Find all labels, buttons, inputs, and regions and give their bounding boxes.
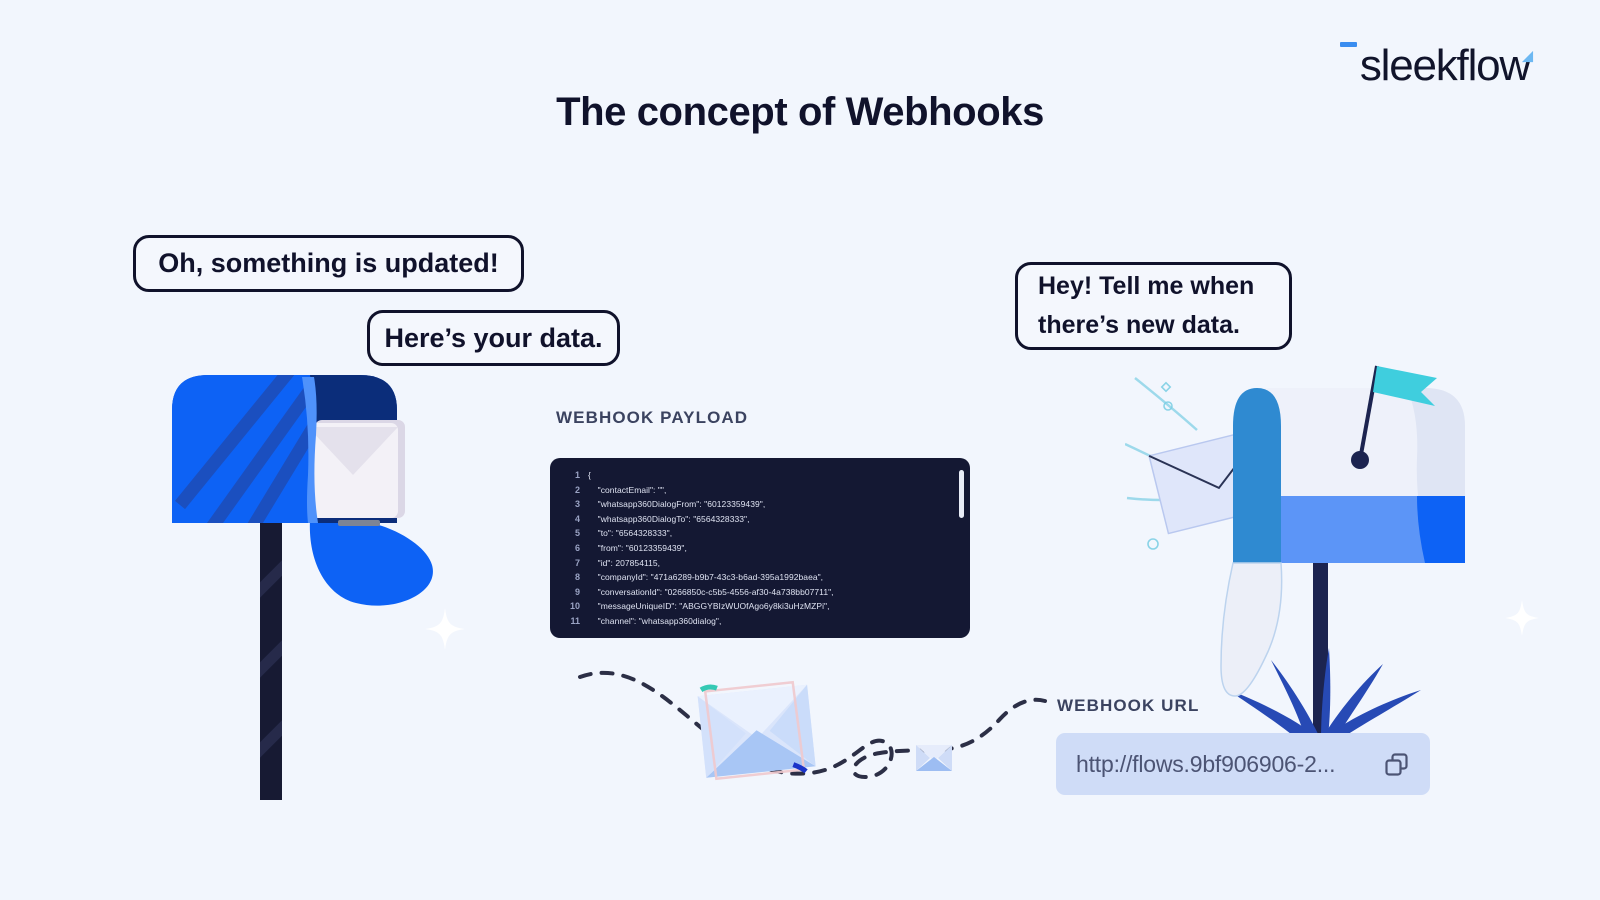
speech-bubble-data-text: Here’s your data. [384, 322, 603, 353]
main-envelope [697, 680, 816, 781]
code-line-text: "whatsapp360DialogFrom": "60123359439", [588, 499, 766, 510]
code-line-text: "from": "60123359439", [588, 542, 687, 553]
webhook-payload-label: WEBHOOK PAYLOAD [556, 408, 749, 427]
brand-name: sleekflow [1359, 41, 1531, 90]
left-mailbox-illustration [172, 375, 433, 800]
code-line-number: 9 [574, 586, 580, 597]
code-line-number: 5 [574, 528, 580, 539]
speech-bubble-request-line1: Hey! Tell me when [1038, 272, 1255, 301]
code-line-number: 11 [570, 615, 580, 626]
code-line: 2 "contactEmail": "", [550, 483, 970, 498]
speech-bubble-updated: Oh, something is updated! [133, 235, 524, 292]
code-line-number: 10 [569, 601, 580, 612]
speech-bubble-request-line2: there’s new data. [1038, 311, 1240, 339]
code-line: 6 "from": "60123359439", [550, 541, 970, 556]
code-line-text: "whatsapp360DialogTo": "6564328333", [588, 513, 750, 524]
brand-logo: sleekflow [1339, 41, 1534, 90]
code-lines: 1{2 "contactEmail": "",3 "whatsapp360Dia… [550, 468, 970, 629]
code-line-text: "channel": "whatsapp360dialog", [588, 615, 722, 626]
copy-icon[interactable] [1382, 749, 1412, 779]
code-line-text: "to": "6564328333", [588, 528, 673, 539]
mailbox-door-right [1233, 388, 1281, 563]
code-line-text: { [588, 470, 591, 480]
mailbox-post [260, 475, 282, 800]
mailbox-flag [1351, 365, 1437, 469]
webhook-url-value: http://flows.9bf906906-2... [1076, 750, 1336, 777]
grass [1225, 648, 1421, 744]
code-line-text: "conversationId": "0266850c-c5b5-4556-af… [588, 586, 834, 597]
code-line-number: 1 [574, 470, 580, 480]
code-line: 1{ [550, 468, 970, 483]
page-title: The concept of Webhooks [556, 90, 1044, 134]
code-line-number: 4 [574, 513, 580, 524]
speech-bubble-updated-text: Oh, something is updated! [158, 248, 499, 278]
small-envelope [916, 745, 952, 771]
code-line: 9 "conversationId": "0266850c-c5b5-4556-… [550, 585, 970, 600]
code-line: 5 "to": "6564328333", [550, 526, 970, 541]
webhook-url-field[interactable]: http://flows.9bf906906-2... [1056, 733, 1430, 795]
code-line: 11 "channel": "whatsapp360dialog", [550, 614, 970, 629]
code-line-text: "messageUniqueID": "ABGGYBIzWUOfAgo6y8ki… [588, 601, 830, 612]
code-line-number: 3 [574, 499, 580, 510]
code-line: 3 "whatsapp360DialogFrom": "60123359439"… [550, 497, 970, 512]
sparkle-icon [425, 608, 465, 650]
code-line: 10 "messageUniqueID": "ABGGYBIzWUOfAgo6y… [550, 599, 970, 614]
speech-bubble-request: Hey! Tell me when there’s new data. [1015, 262, 1292, 350]
code-scrollbar[interactable] [959, 470, 964, 518]
envelope-flight-path [578, 670, 1047, 781]
logo-underscore-icon [1339, 42, 1357, 47]
code-line-number: 7 [574, 557, 580, 568]
code-line-number: 2 [574, 484, 580, 495]
code-line-text: "id": 207854115, [588, 557, 661, 568]
mailbox-door [309, 518, 433, 606]
webhook-payload-code-panel[interactable]: 1{2 "contactEmail": "",3 "whatsapp360Dia… [550, 458, 970, 638]
right-mailbox-illustration [1125, 365, 1465, 744]
code-line-text: "companyId": "471a6289-b9b7-43c3-b6ad-39… [588, 572, 824, 583]
mailbox-flap-right [1220, 562, 1283, 697]
webhook-url-label: WEBHOOK URL [1057, 696, 1200, 715]
speech-bubble-data: Here’s your data. [367, 310, 620, 366]
logo-tick-icon [1521, 50, 1534, 63]
code-line: 8 "companyId": "471a6289-b9b7-43c3-b6ad-… [550, 570, 970, 585]
code-line: 7 "id": 207854115, [550, 556, 970, 571]
dashed-path [578, 670, 1047, 780]
code-line: 4 "whatsapp360DialogTo": "6564328333", [550, 512, 970, 527]
code-line-number: 6 [574, 542, 580, 553]
code-line-text: "contactEmail": "", [588, 484, 667, 495]
code-line-number: 8 [574, 572, 580, 583]
sparkle-icon-secondary [1505, 600, 1539, 636]
